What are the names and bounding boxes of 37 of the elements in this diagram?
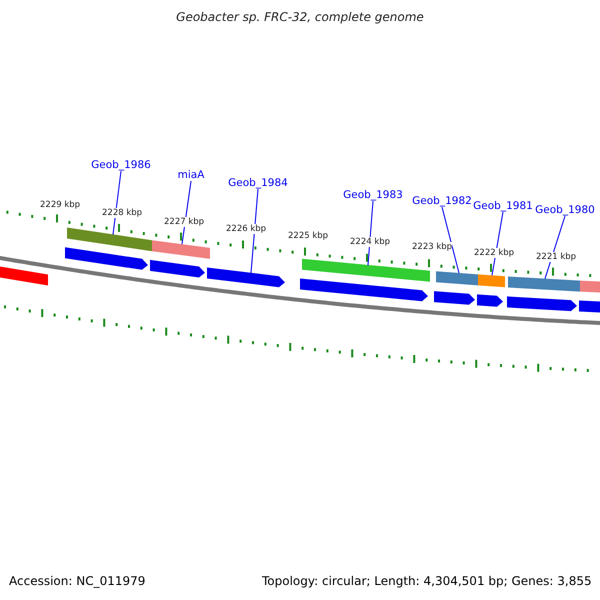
gene-feature: [434, 291, 475, 305]
gene-feature: [150, 260, 205, 278]
scale-label: 2226 kbp: [226, 224, 266, 234]
gene-bar: [508, 276, 580, 292]
gene-name: Geob_1982: [412, 195, 472, 207]
gene-bar: [152, 240, 210, 259]
scale-label: 2229 kbp: [40, 200, 80, 210]
gene-bar: [302, 258, 430, 282]
gene-name: Geob_1986: [91, 159, 151, 171]
footer-text: Accession: NC_011979: [9, 574, 146, 588]
gene-bar: [580, 280, 600, 293]
gene-name: Geob_1981: [473, 200, 533, 212]
scale-label: 2222 kbp: [474, 248, 514, 258]
gene-feature: [477, 294, 503, 307]
gene-feature: [300, 278, 428, 302]
gene-name: Geob_1983: [343, 189, 403, 201]
scale-label: 2225 kbp: [288, 231, 328, 241]
gene-bar: [0, 266, 48, 286]
leader-line: [112, 170, 122, 236]
scale-label: 2228 kbp: [102, 208, 142, 218]
title: Geobacter sp. FRC-32, complete genome: [175, 10, 425, 24]
scale-label: 2223 kbp: [412, 242, 452, 252]
scale-label: 2221 kbp: [536, 252, 576, 262]
gene-feature: [579, 300, 600, 312]
gene-bar: [67, 228, 152, 252]
gene-name: miaA: [178, 169, 204, 181]
footer-text: Topology: circular; Length: 4,304,501 bp; Genes: 3,855: [262, 574, 592, 588]
gene-name: Geob_1984: [228, 177, 288, 189]
leader-line: [250, 188, 258, 274]
gene-feature: [65, 247, 148, 270]
gene-bar: [478, 274, 505, 288]
gene-feature: [207, 268, 285, 288]
gene-feature: [507, 296, 577, 312]
gene-bar: [436, 271, 478, 286]
scale-label: 2227 kbp: [164, 217, 204, 227]
gene-name: Geob_1980: [535, 204, 595, 216]
scale-label: 2224 kbp: [350, 237, 390, 247]
